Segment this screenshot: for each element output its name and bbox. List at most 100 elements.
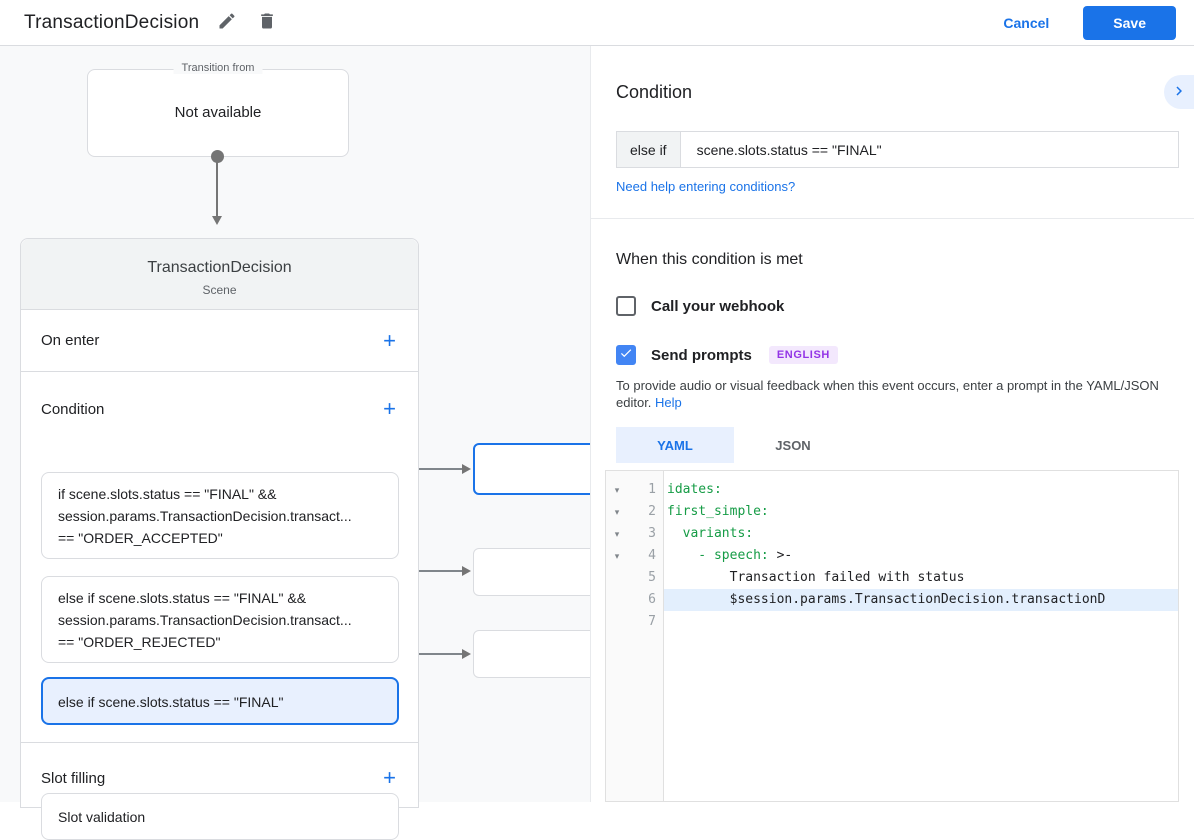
transition-from-value: Not available — [174, 104, 262, 121]
condition-detail-panel: Condition else if Need help entering con… — [590, 46, 1194, 802]
condition-text: if scene.slots.status == "FINAL" && — [58, 486, 277, 502]
help-link[interactable]: Help — [655, 395, 682, 410]
condition-text: else if scene.slots.status == "FINAL" — [58, 694, 284, 710]
condition-section-label: Condition — [41, 400, 105, 418]
code-line-3: ▾ 3 variants: — [606, 523, 1178, 545]
editor-gutter — [606, 471, 664, 801]
condition-section-header: Condition + — [21, 382, 418, 430]
code-text: Transaction failed with status — [664, 567, 1178, 589]
line-number: 4 — [648, 548, 656, 563]
save-button[interactable]: Save — [1083, 5, 1176, 40]
slot-validation-label: Slot validation — [58, 808, 146, 825]
slot-filling-label: Slot filling — [41, 769, 106, 787]
fold-spacer — [606, 567, 628, 589]
condition-input-group: else if — [616, 131, 1179, 168]
tab-json[interactable]: JSON — [734, 427, 852, 463]
add-on-enter-button[interactable]: + — [377, 326, 402, 356]
fold-spacer — [606, 611, 628, 633]
yaml-text: $session.params.TransactionDecision.tran… — [667, 592, 1106, 607]
section-divider — [21, 742, 418, 743]
scene-card: TransactionDecision Scene On enter + Con… — [20, 238, 419, 840]
connector-line — [216, 158, 218, 218]
when-condition-met-heading: When this condition is met — [616, 251, 803, 268]
fold-toggle-icon[interactable]: ▾ — [614, 485, 620, 495]
line-number: 1 — [648, 482, 656, 497]
yaml-text: Transaction failed with status — [667, 570, 965, 585]
condition-item-1[interactable]: if scene.slots.status == "FINAL" && sess… — [41, 472, 399, 559]
code-line-7: 7 — [606, 611, 1178, 633]
condition-text: session.params.TransactionDecision.trans… — [58, 612, 352, 628]
target-node[interactable] — [473, 548, 613, 596]
condition-item-2[interactable]: else if scene.slots.status == "FINAL" &&… — [41, 576, 399, 663]
condition-text: else if scene.slots.status == "FINAL" && — [58, 590, 307, 606]
transition-from-legend: Transition from — [173, 62, 263, 74]
condition-text: == "ORDER_ACCEPTED" — [58, 530, 223, 546]
trash-icon — [257, 11, 277, 34]
prompt-description-text: To provide audio or visual feedback when… — [616, 378, 1159, 410]
code-text: - speech: >- — [664, 545, 1178, 567]
connector-line — [404, 570, 462, 572]
delete-scene-button[interactable] — [249, 5, 285, 41]
conditions-help-link[interactable]: Need help entering conditions? — [616, 179, 796, 194]
fold-spacer — [606, 589, 628, 611]
code-text: variants: — [664, 523, 1178, 545]
connector-line — [404, 653, 462, 655]
add-slot-button[interactable]: + — [377, 763, 402, 793]
code-text — [664, 611, 1178, 633]
line-number: 5 — [648, 570, 656, 585]
add-condition-button[interactable]: + — [377, 394, 402, 424]
condition-expression-input[interactable] — [680, 132, 1178, 167]
slot-validation-item[interactable]: Slot validation — [41, 793, 399, 840]
arrow-right-icon — [462, 649, 471, 659]
transition-from-box — [87, 69, 349, 157]
code-line-5: 5 Transaction failed with status — [606, 567, 1178, 589]
send-prompts-checkbox[interactable] — [616, 345, 636, 365]
tab-yaml[interactable]: YAML — [616, 427, 734, 463]
condition-text: session.params.TransactionDecision.trans… — [58, 508, 352, 524]
line-number: 7 — [648, 614, 656, 629]
arrow-down-icon — [212, 216, 222, 225]
call-webhook-label: Call your webhook — [651, 297, 785, 315]
fold-toggle-icon[interactable]: ▾ — [614, 551, 620, 561]
condition-text: == "ORDER_REJECTED" — [58, 634, 221, 650]
page-title: TransactionDecision — [24, 11, 200, 33]
fold-toggle-icon[interactable]: ▾ — [614, 529, 620, 539]
yaml-code-editor[interactable]: ▾ 1 idates: ▾ 2 first_simple: ▾ 3 varian… — [605, 470, 1179, 802]
connector-dot — [211, 150, 224, 163]
edit-title-button[interactable] — [209, 5, 245, 41]
scene-type-label: Scene — [202, 283, 237, 297]
language-badge: ENGLISH — [768, 346, 838, 364]
yaml-key: first_simple: — [667, 504, 769, 519]
slot-filling-section-header: Slot filling + — [21, 751, 418, 799]
check-icon — [619, 346, 633, 365]
code-line-1: ▾ 1 idates: — [606, 479, 1178, 501]
line-number: 2 — [648, 504, 656, 519]
code-text: idates: — [664, 479, 1178, 501]
scene-name: TransactionDecision — [147, 259, 292, 276]
collapse-panel-button[interactable] — [1164, 75, 1194, 109]
call-webhook-checkbox[interactable] — [616, 296, 636, 316]
code-text: first_simple: — [664, 501, 1178, 523]
arrow-right-icon — [462, 464, 471, 474]
line-number: 6 — [648, 592, 656, 607]
fold-toggle-icon[interactable]: ▾ — [614, 507, 620, 517]
yaml-key: variants: — [667, 526, 754, 541]
send-prompts-label: Send prompts — [651, 346, 752, 364]
prompt-description: To provide audio or visual feedback when… — [616, 377, 1174, 411]
code-line-2: ▾ 2 first_simple: — [606, 501, 1178, 523]
chevron-right-icon — [1170, 82, 1188, 103]
yaml-text: >- — [768, 548, 793, 563]
on-enter-label: On enter — [41, 332, 100, 349]
arrow-right-icon — [462, 566, 471, 576]
panel-title: Condition — [616, 82, 693, 102]
top-bar: TransactionDecision Cancel Save — [0, 0, 1194, 46]
yaml-key: idates: — [667, 482, 722, 497]
editor-tabs: YAML JSON — [616, 427, 852, 463]
scene-card-header: TransactionDecision Scene — [21, 239, 418, 310]
cancel-button[interactable]: Cancel — [987, 7, 1065, 39]
line-number: 3 — [648, 526, 656, 541]
condition-prefix-label: else if — [617, 132, 681, 167]
yaml-key: - speech: — [667, 548, 769, 563]
target-node[interactable] — [473, 630, 613, 678]
condition-item-3-selected[interactable]: else if scene.slots.status == "FINAL" — [41, 677, 399, 725]
